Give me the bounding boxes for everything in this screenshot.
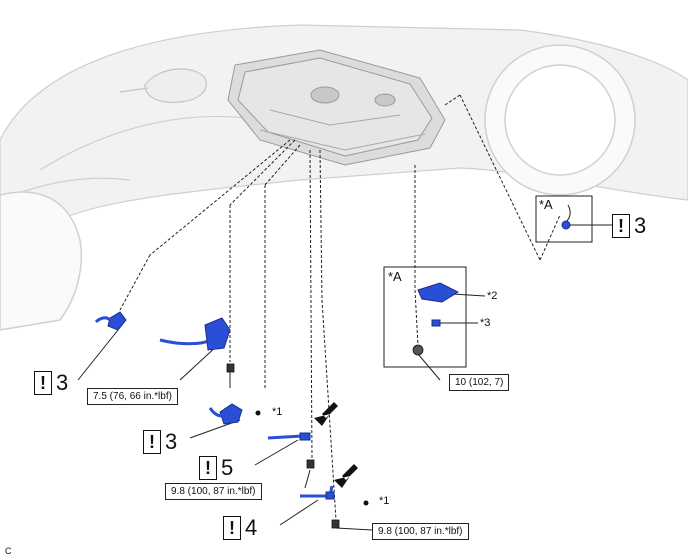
fuel-tank (227, 49, 446, 166)
quantity-label: 3 (165, 429, 178, 454)
front-wheel (0, 191, 83, 331)
torque-spec-3: 9.8 (100, 87 in.*lbf) (372, 523, 469, 540)
side-mirror (119, 68, 207, 103)
hose-end (561, 204, 571, 230)
marker-note-2: *1 (379, 495, 390, 507)
torque-spec-4: 10 (102, 7) (449, 374, 510, 391)
bolt-icons (226, 344, 424, 529)
callout-connector-qty-2: ! 3 (143, 430, 177, 454)
callout-clamp-qty: ! 5 (199, 456, 233, 480)
warning-icon: ! (199, 456, 217, 480)
quantity-label: 5 (221, 455, 234, 480)
detail-view-label-large: *A (388, 269, 402, 284)
marker-note-4: *3 (480, 317, 491, 329)
callout-hose-qty: ! 3 (612, 214, 646, 238)
callout-leaders (77, 224, 612, 531)
fuel-line-connector-2 (208, 403, 243, 425)
quantity-label: 3 (56, 370, 69, 395)
quantity-label: 3 (634, 213, 647, 238)
warning-icon: ! (34, 371, 52, 395)
callout-clamp-qty-2: ! 4 (223, 516, 257, 540)
detail-view-a-small (535, 195, 593, 243)
warning-icon: ! (143, 430, 161, 454)
marker-note-1: *1 (272, 406, 283, 418)
figure-code: C (5, 546, 12, 556)
torque-spec-2: 9.8 (100, 87 in.*lbf) (165, 483, 262, 500)
marker-note-3: *2 (487, 290, 498, 302)
vent-valve-bracket (417, 282, 460, 303)
warning-icon: ! (612, 214, 630, 238)
rear-wheel (484, 44, 636, 196)
detail-view-a-large (383, 266, 467, 368)
detail-view-label-small: *A (539, 197, 553, 212)
pipe-clamp-2 (300, 485, 335, 500)
small-clip (431, 319, 441, 327)
arrow-icons (314, 402, 358, 488)
warning-icon: ! (223, 516, 241, 540)
callout-connector-qty: ! 3 (34, 371, 68, 395)
fuel-line-connector-1 (94, 311, 127, 331)
pipe-clamp-1 (267, 432, 311, 441)
marker-dots (255, 410, 369, 506)
fuel-hose-assembly (159, 317, 231, 351)
quantity-label: 4 (245, 515, 258, 540)
torque-spec-1: 7.5 (76, 66 in.*lbf) (87, 388, 178, 405)
